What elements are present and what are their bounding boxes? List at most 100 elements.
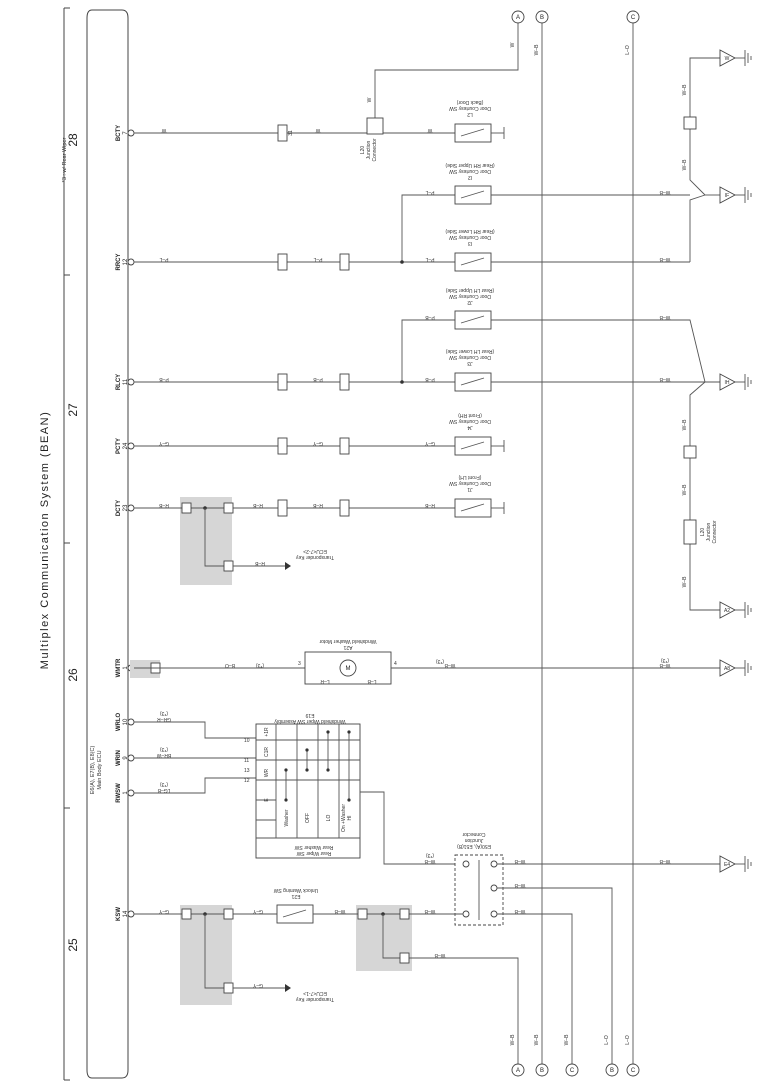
bottom-connector-b: B [535, 1063, 549, 1077]
wire-w-ground-lower [689, 140, 706, 196]
wire-dcty-label: R–B [158, 502, 168, 508]
wire-pcty-label-3: G–Y [424, 440, 435, 446]
svg-text:+1R: +1R [264, 727, 270, 737]
page-title: Multiplex Communication System (BEAN) [39, 411, 51, 669]
inline-connector-ground [683, 116, 697, 130]
l20-junction-connector [366, 117, 384, 135]
switch-l2-contact [460, 128, 485, 137]
bottom-connector-c: C [565, 1063, 579, 1077]
wire-rrcy-label-3: P–L [425, 256, 434, 262]
j4-label-3: (Front RH) [458, 412, 482, 418]
wire-wiper-e50-label: W–B [424, 858, 436, 864]
motor-pin-right: 4 [394, 661, 397, 667]
ksw-branch [204, 914, 224, 989]
page-note: *3 : w/ Rear Wiper [62, 138, 68, 183]
wire-ksw-label: G–Y [158, 908, 169, 914]
bottom-wire-a-label: W–B [510, 1034, 516, 1046]
wire-e50-to-bottom-b2 [497, 887, 613, 1064]
ecu-terminal-pcty: PCTY 24 [116, 438, 135, 454]
j3-label-1: J3 [467, 360, 473, 366]
svg-text:On +Washer: On +Washer [341, 804, 347, 832]
inline-connector-ih [683, 445, 697, 459]
tk2-label-2: ECU<7-1> [303, 990, 327, 996]
svg-text:IH: IH [725, 380, 730, 386]
j2-label-1: J2 [467, 299, 473, 305]
ecu-terminal-bcty: BCTY 7 [116, 125, 135, 141]
bus-b-label: W–B [534, 44, 540, 56]
svg-text:PCTY: PCTY [116, 438, 122, 454]
j2-label-2: Door Courtesy SW [449, 293, 491, 299]
wire-wrlo [134, 721, 256, 739]
wire-rlcy-label-2: P–B [313, 376, 323, 382]
e50-pin-e [462, 910, 470, 918]
bcty-pin-31: 31 [288, 130, 294, 136]
wire-rlcy-label-3: P–B [425, 376, 435, 382]
j1-label-1: J1 [467, 486, 473, 492]
svg-text:C1R: C1R [264, 747, 270, 757]
wire-motor-wb: W–B [444, 662, 456, 668]
wire-a-label: W [510, 42, 516, 47]
motor-pin-left: 3 [298, 661, 301, 667]
inline-connector-rrcy-2 [339, 253, 350, 271]
svg-text:B: B [540, 15, 544, 21]
i3-label-2: Door Courtesy SW [449, 234, 491, 240]
wire-ih-label-2: W–B [682, 484, 688, 496]
l20b-label-3: Connector [712, 520, 718, 543]
arrow-tk2 [285, 984, 291, 992]
dcty-branch [204, 508, 224, 567]
e21-label-1: E21 [291, 893, 300, 899]
svg-text:W: W [725, 56, 730, 62]
wire-w-ground-label: W–B [682, 84, 688, 96]
e19-label-1: E19 [305, 712, 314, 718]
i3-label-1: I3 [468, 240, 472, 246]
ksw-branch-2 [382, 914, 400, 959]
wire-a-label-2: W [367, 97, 373, 102]
svg-text:B: B [540, 1068, 544, 1074]
e50-label-2: Junction [464, 837, 483, 843]
wire-w-ground-label-2: W–B [682, 159, 688, 171]
ksw-conn-2 [223, 908, 234, 920]
svg-text:23: 23 [123, 504, 129, 511]
switch-j4-contact [460, 441, 485, 450]
svg-text:E4: E4 [724, 862, 730, 868]
arrow-tk1 [285, 562, 291, 570]
svg-text:A: A [516, 1068, 520, 1074]
inline-connector-bcty [277, 124, 288, 142]
wire-e50-b2-label: W–B [514, 882, 526, 888]
inline-connector-dcty [277, 499, 288, 517]
svg-text:A8: A8 [724, 666, 730, 672]
svg-text:B: B [610, 1068, 614, 1074]
wire-e50-c-label: W–B [514, 908, 526, 914]
wire-i2-branch [401, 194, 455, 262]
j4-label-2: Door Courtesy SW [449, 418, 491, 424]
wire-rwsw [134, 777, 256, 794]
j2-label-3: (Rear LH Upper Side) [445, 287, 494, 293]
switch-j4 [454, 436, 492, 456]
svg-text:C: C [631, 1068, 636, 1074]
wire-to-if-ground [689, 194, 706, 262]
bottom-connector-c2: C [626, 1063, 640, 1077]
ksw-conn-5 [399, 908, 410, 920]
wire-w-ground [689, 57, 720, 140]
wire-j2-label: P–B [425, 314, 435, 320]
switch-i2 [454, 185, 492, 205]
wire-dcty-label-2: R–B [252, 502, 262, 508]
ksw-conn-3 [223, 982, 234, 994]
wire-j2-wb [491, 319, 706, 383]
svg-text:C: C [570, 1068, 575, 1074]
motor-m: M [346, 666, 351, 672]
wire-e50-e4-label: W–B [514, 858, 526, 864]
l2-label-3: (Back Door) [456, 99, 483, 105]
wire-rlcy-label: P–B [159, 376, 169, 382]
svg-text:RWSW: RWSW [116, 783, 122, 803]
bottom-wire-c-label: W–B [564, 1034, 570, 1046]
page-number-26: 26 [66, 668, 80, 682]
motor-wire-l: L–R [320, 678, 330, 684]
wire-e50-to-bottom-c [497, 913, 573, 1064]
svg-text:Washer: Washer [284, 809, 290, 826]
switch-j2 [454, 310, 492, 330]
wire-i2-wb-label: W–B [659, 189, 671, 195]
svg-text:14: 14 [123, 910, 129, 917]
inline-connector-rlcy-2 [339, 373, 350, 391]
wire-tk1-label: R–B [254, 560, 264, 566]
